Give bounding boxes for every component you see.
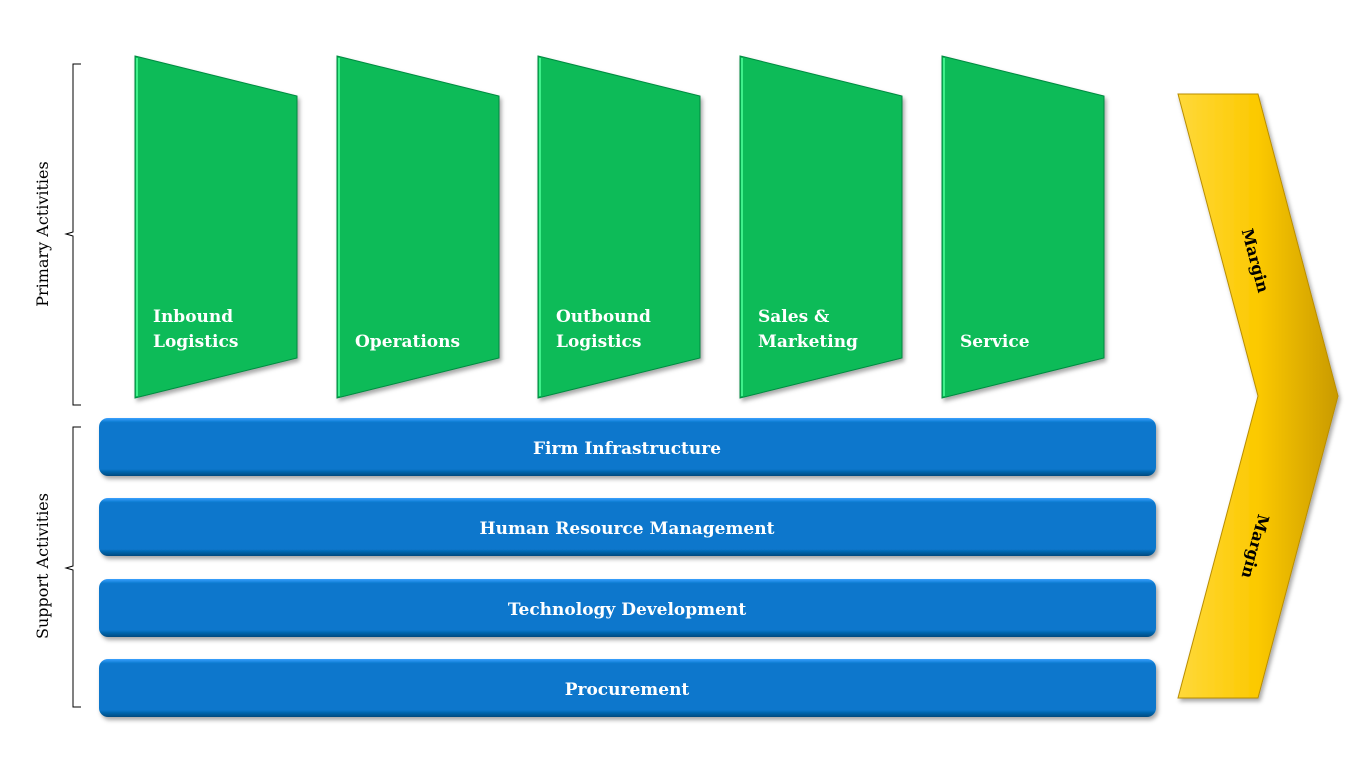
support-activities-label: Support Activities (33, 493, 52, 639)
support-activity-label: Procurement (565, 680, 690, 700)
support-activity-1: Human Resource Management (99, 498, 1156, 556)
primary-activity-label-line1: Outbound (556, 307, 651, 327)
support-bracket (64, 426, 81, 708)
support-activity-bar (99, 498, 1156, 556)
primary-activity-label-line2: Marketing (758, 332, 858, 352)
support-activity-label: Technology Development (508, 600, 747, 620)
primary-activity-3: Sales & Marketing (739, 55, 903, 399)
support-activity-2: Technology Development (99, 579, 1156, 637)
support-activity-bar (99, 659, 1156, 717)
support-activity-0: Firm Infrastructure (99, 418, 1156, 476)
primary-activity-shape (941, 55, 1105, 399)
primary-activity-label-line2: Service (960, 332, 1030, 352)
primary-activity-label-line2: Operations (355, 332, 460, 352)
primary-bracket (64, 63, 81, 406)
primary-activity-shape (134, 55, 298, 399)
support-activity-label: Firm Infrastructure (533, 439, 721, 459)
primary-activity-shape (336, 55, 500, 399)
primary-activity-shape (537, 55, 701, 399)
primary-activity-shape (739, 55, 903, 399)
primary-activity-label-line2: Logistics (556, 332, 641, 352)
primary-activity-label-line1: Sales & (758, 307, 830, 327)
support-activity-3: Procurement (99, 659, 1156, 717)
support-activity-bar (99, 418, 1156, 476)
primary-activity-label-line2: Logistics (153, 332, 238, 352)
support-activity-label: Human Resource Management (480, 519, 775, 539)
support-activity-bar (99, 579, 1156, 637)
primary-activity-label-line1: Inbound (153, 307, 233, 327)
primary-activity-1: Operations (336, 55, 500, 399)
primary-activity-4: Service (941, 55, 1105, 399)
margin-chevron (1177, 93, 1339, 699)
primary-activities-label: Primary Activities (33, 161, 52, 306)
